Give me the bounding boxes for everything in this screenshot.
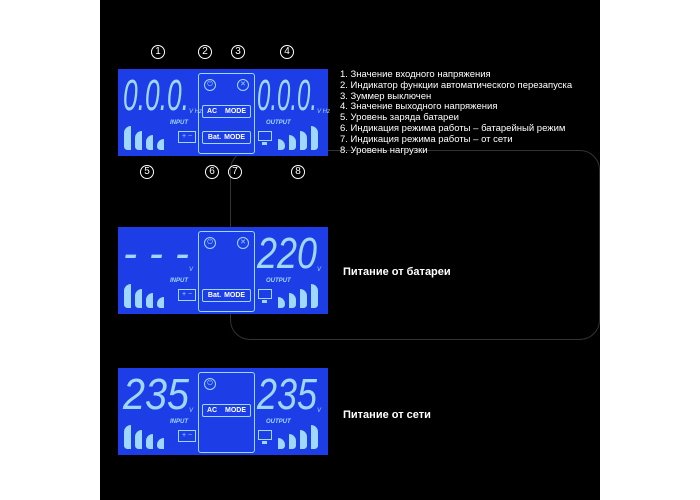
output-label: OUTPUT (266, 120, 291, 126)
load-level-bar (289, 293, 296, 308)
load-level-bar (300, 430, 307, 449)
bat-mode-indicator: Bat. MODE (202, 289, 251, 302)
buzzer-off-icon: ✕ (237, 79, 249, 91)
bat-mode-indicator: Bat. MODE (202, 131, 251, 144)
battery-level-bar (124, 425, 131, 449)
legend-item: 8. Уровень нагрузки (340, 144, 428, 156)
battery-icon: + − (178, 289, 196, 301)
auto-restart-icon: ⏻ (204, 237, 216, 249)
lcd-panel: - - - V INPUT ⏻ ✕ Bat. MODE 220 V OUTPUT +… (118, 227, 328, 314)
output-voltage-box: 0.0.0. (257, 74, 317, 118)
legend-item: 2. Индикатор функции автоматического пер… (340, 79, 573, 91)
battery-level-bar (146, 135, 153, 150)
legend-item: 1. Значение входного напряжения (340, 69, 491, 80)
input-unit: V (189, 408, 194, 414)
load-level-bar (278, 297, 285, 308)
caption-battery: Питание от батареи (343, 266, 451, 278)
load-level-bar (289, 434, 296, 449)
battery-level-bar (146, 434, 153, 449)
ac-mode-indicator: AC MODE (202, 105, 251, 118)
output-unit: V (317, 408, 322, 414)
battery-icon: + − (178, 131, 196, 143)
battery-level-bar (135, 289, 142, 308)
battery-level-bar (135, 131, 142, 150)
callout-number: 8 (291, 165, 305, 179)
monitor-icon (258, 289, 272, 303)
monitor-icon (258, 131, 272, 145)
output-voltage: 220 (257, 229, 317, 278)
load-level-bar (300, 131, 307, 150)
output-label: OUTPUT (266, 419, 291, 425)
output-voltage-box: 235 (257, 373, 317, 417)
legend-item: 5. Уровень заряда батареи (340, 112, 459, 124)
mode-box: ⏻ ✕ Bat. MODE (198, 231, 255, 312)
input-voltage-box: 0.0.0. (123, 74, 189, 118)
battery-level-bar (124, 126, 131, 150)
input-voltage-box: - - - (123, 232, 189, 276)
monitor-icon (258, 430, 272, 444)
output-unit: V (317, 267, 322, 273)
auto-restart-icon: ⏻ (204, 378, 216, 390)
output-label: OUTPUT (266, 278, 291, 284)
callout-number: 5 (140, 165, 154, 179)
input-label: INPUT (170, 419, 188, 425)
callout-number: 6 (205, 165, 219, 179)
battery-level-bar (146, 293, 153, 308)
load-level-bar (311, 284, 318, 308)
input-label: INPUT (170, 278, 188, 284)
battery-icon: + − (178, 430, 196, 442)
lcd-panel: 0.0.0. V Hz INPUT ⏻ ✕ AC MODE Bat. MODE 0.0… (118, 69, 331, 156)
battery-level-bar (157, 438, 164, 449)
lcd-panel: 235 V INPUT ⏻ AC MODE 235 V OUTPUT + − (118, 368, 328, 455)
load-level-bar (289, 135, 296, 150)
callout-number: 2 (198, 45, 212, 59)
load-level-bar (311, 126, 318, 150)
legend-item: 6. Индикация режима работы – батарейный … (340, 122, 566, 134)
load-level-bar (311, 425, 318, 449)
ac-mode-indicator: AC MODE (202, 404, 251, 417)
battery-level-bar (135, 430, 142, 449)
buzzer-off-icon: ✕ (237, 237, 249, 249)
input-voltage-box: 235 (123, 373, 189, 417)
battery-level-bar (124, 284, 131, 308)
input-voltage: 0.0.0. (123, 71, 189, 120)
caption-mains: Питание от сети (343, 409, 431, 421)
input-voltage: 235 (123, 370, 190, 419)
output-voltage-box: 220 (257, 232, 317, 276)
callout-number: 3 (231, 45, 245, 59)
callout-number: 4 (280, 45, 294, 59)
legend-list: 1. Значение входного напряжения 2. Индик… (340, 69, 573, 156)
legend-item: 3. Зуммер выключен (340, 90, 432, 102)
output-voltage: 0.0.0. (257, 71, 318, 120)
input-label: INPUT (170, 120, 188, 126)
legend-item: 4. Значение выходного напряжения (340, 101, 498, 113)
input-unit: V (189, 267, 194, 273)
mode-box: ⏻ ✕ AC MODE Bat. MODE (198, 73, 255, 154)
output-unit: V Hz (317, 109, 331, 115)
battery-level-bar (157, 139, 164, 150)
auto-restart-icon: ⏻ (204, 79, 216, 91)
load-level-bar (278, 438, 285, 449)
battery-level-bar (157, 297, 164, 308)
load-level-bar (300, 289, 307, 308)
input-voltage: - - - (123, 229, 190, 278)
load-level-bar (278, 139, 285, 150)
output-voltage: 235 (257, 370, 317, 419)
mode-box: ⏻ AC MODE (198, 372, 255, 453)
callout-number: 1 (151, 45, 165, 59)
legend-item: 7. Индикация режима работы – от сети (340, 133, 513, 145)
input-unit: V Hz (189, 109, 203, 115)
callout-number: 7 (228, 165, 242, 179)
